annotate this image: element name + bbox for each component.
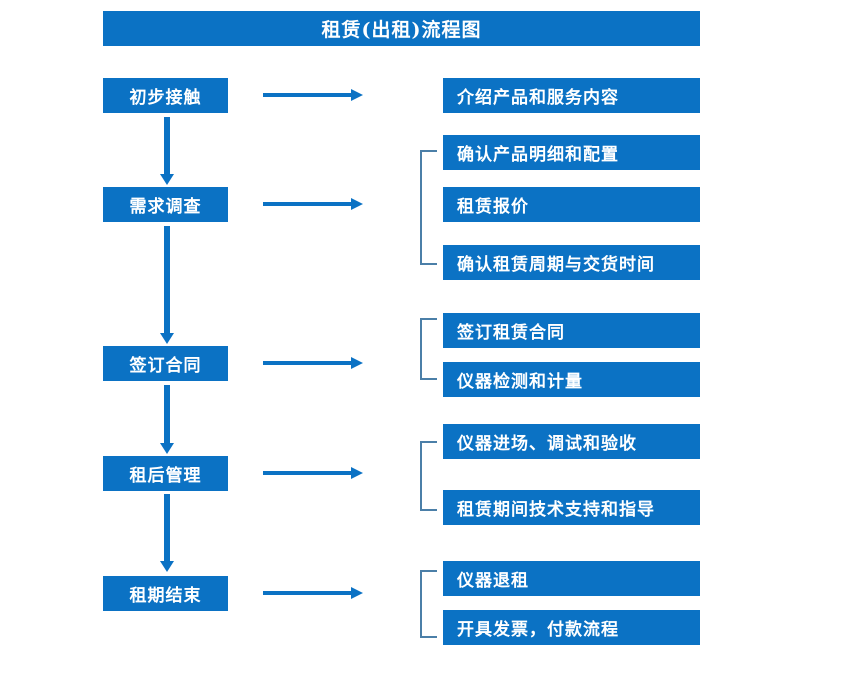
arrow-shaft (263, 471, 351, 475)
page-title: 租赁(出租)流程图 (103, 11, 700, 46)
down-arrow-4 (160, 494, 174, 572)
stage-box-2[interactable]: 需求调查 (103, 187, 228, 222)
stage-box-3[interactable]: 签订合同 (103, 346, 228, 381)
detail-box-8[interactable]: 租赁期间技术支持和指导 (443, 490, 700, 525)
arrow-head (160, 174, 174, 185)
group-bracket-1 (420, 150, 437, 265)
arrow-shaft (164, 494, 170, 561)
arrow-shaft (164, 385, 170, 443)
arrow-head (160, 443, 174, 454)
group-bracket-4 (420, 570, 437, 638)
arrow-shaft (263, 202, 351, 206)
stage-box-5[interactable]: 租期结束 (103, 576, 228, 611)
stage-box-4[interactable]: 租后管理 (103, 456, 228, 491)
arrow-shaft (164, 117, 170, 174)
right-arrow-4 (263, 467, 363, 479)
down-arrow-3 (160, 385, 174, 454)
arrow-head (351, 467, 363, 479)
arrow-head (160, 561, 174, 572)
arrow-head (160, 333, 174, 344)
detail-box-3[interactable]: 租赁报价 (443, 187, 700, 222)
down-arrow-1 (160, 117, 174, 185)
detail-box-6[interactable]: 仪器检测和计量 (443, 362, 700, 397)
detail-box-10[interactable]: 开具发票，付款流程 (443, 610, 700, 645)
arrow-shaft (263, 93, 351, 97)
group-bracket-3 (420, 441, 437, 511)
right-arrow-2 (263, 198, 363, 210)
group-bracket-2 (420, 318, 437, 380)
arrow-shaft (263, 361, 351, 365)
stage-box-1[interactable]: 初步接触 (103, 78, 228, 113)
arrow-head (351, 357, 363, 369)
detail-box-9[interactable]: 仪器退租 (443, 561, 700, 596)
arrow-shaft (164, 226, 170, 333)
detail-box-2[interactable]: 确认产品明细和配置 (443, 135, 700, 170)
arrow-head (351, 587, 363, 599)
detail-box-1[interactable]: 介绍产品和服务内容 (443, 78, 700, 113)
arrow-shaft (263, 591, 351, 595)
arrow-head (351, 198, 363, 210)
detail-box-4[interactable]: 确认租赁周期与交货时间 (443, 245, 700, 280)
right-arrow-1 (263, 89, 363, 101)
arrow-head (351, 89, 363, 101)
down-arrow-2 (160, 226, 174, 344)
right-arrow-3 (263, 357, 363, 369)
detail-box-7[interactable]: 仪器进场、调试和验收 (443, 424, 700, 459)
detail-box-5[interactable]: 签订租赁合同 (443, 313, 700, 348)
right-arrow-5 (263, 587, 363, 599)
